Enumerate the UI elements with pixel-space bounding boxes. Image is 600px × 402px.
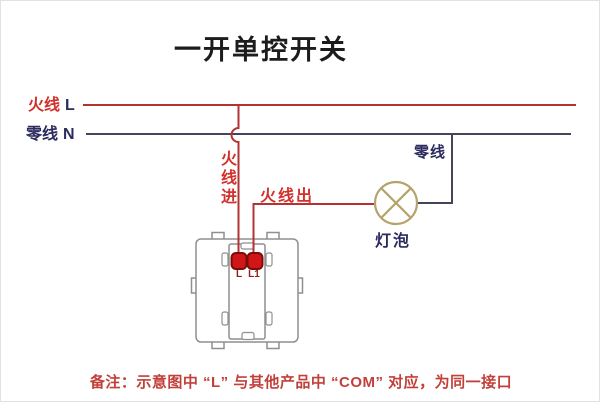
live-out-label: 火线出: [260, 188, 315, 205]
neutral-branch-label: 零线: [414, 144, 447, 161]
bulb-symbol: [373, 180, 419, 226]
live-in-label: 火线进: [220, 151, 237, 206]
live-in-wire: [230, 105, 240, 259]
switch-clip-top-center: [240, 242, 255, 250]
neutral-bus-name: 零线: [26, 126, 59, 143]
live-bus-name: 火线: [28, 97, 61, 114]
bulb-label: 灯泡: [375, 233, 412, 250]
terminal-L-label: L: [235, 269, 243, 280]
diagram-title: 一开单控开关: [174, 35, 348, 65]
switch-clip-right-lower: [265, 311, 273, 326]
switch-device: [190, 231, 304, 350]
footnote: 备注：示意图中 “L” 与其他产品中 “COM” 对应，为同一接口: [89, 374, 513, 391]
terminal-L: [230, 252, 248, 270]
terminal-L1-label: L1: [248, 269, 260, 280]
switch-clip-bottom-center: [241, 331, 255, 341]
neutral-branch-wire: [417, 135, 453, 204]
switch-clip-left-upper: [221, 252, 229, 267]
switch-clip-right-upper: [265, 252, 273, 267]
neutral-bus-letter: N: [63, 126, 75, 143]
terminal-L1: [246, 252, 264, 270]
bulb-cross-line: [380, 187, 412, 219]
live-out-wire: [252, 203, 375, 259]
switch-clip-left-lower: [221, 311, 229, 326]
live-bus-letter: L: [65, 97, 75, 114]
